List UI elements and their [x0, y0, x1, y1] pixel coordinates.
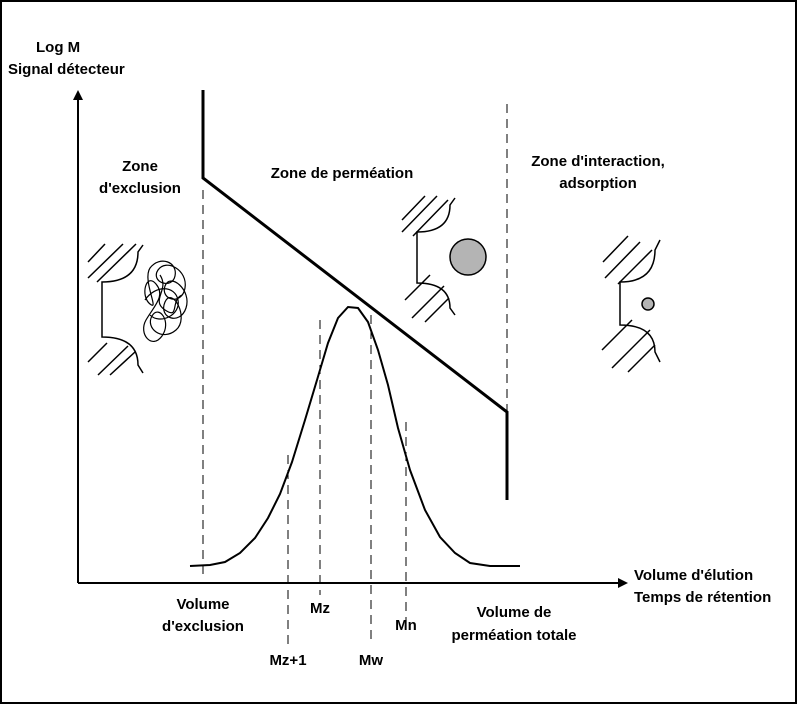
exclusion-volume-line1: Volume [176, 596, 229, 613]
calibration-line [201, 90, 509, 500]
y-axis-label-line2: Signal détecteur [8, 61, 125, 78]
mn-label: Mn [395, 617, 417, 634]
pore-small-molecule-illustration [601, 235, 661, 373]
x-axis-label-line1: Volume d'élution [634, 567, 753, 584]
mz1-label: Mz+1 [269, 652, 306, 669]
small-particle-icon [641, 297, 655, 311]
zone-permeation: Zone de perméation [271, 165, 414, 182]
zone-interaction-line2: adsorption [559, 175, 637, 192]
permeation-volume-line2: perméation totale [451, 627, 576, 644]
pore-large-molecule-illustration [87, 243, 188, 376]
y-axis-label-line1: Log M [36, 39, 80, 56]
pore-medium-molecule-illustration [401, 195, 487, 323]
exclusion-volume-line2: d'exclusion [162, 618, 244, 635]
elution-curve [189, 305, 520, 567]
medium-particle-icon [449, 238, 487, 276]
mw-label: Mw [359, 652, 383, 669]
zone-exclusion-line1: Zone [122, 158, 158, 175]
zone-interaction-line1: Zone d'interaction, [531, 153, 665, 170]
permeation-volume-line1: Volume de [477, 604, 552, 621]
zone-exclusion-line2: d'exclusion [99, 180, 181, 197]
polymer-coil-icon [143, 260, 188, 342]
mz-label: Mz [310, 600, 330, 617]
x-axis-label-line2: Temps de rétention [634, 589, 771, 606]
